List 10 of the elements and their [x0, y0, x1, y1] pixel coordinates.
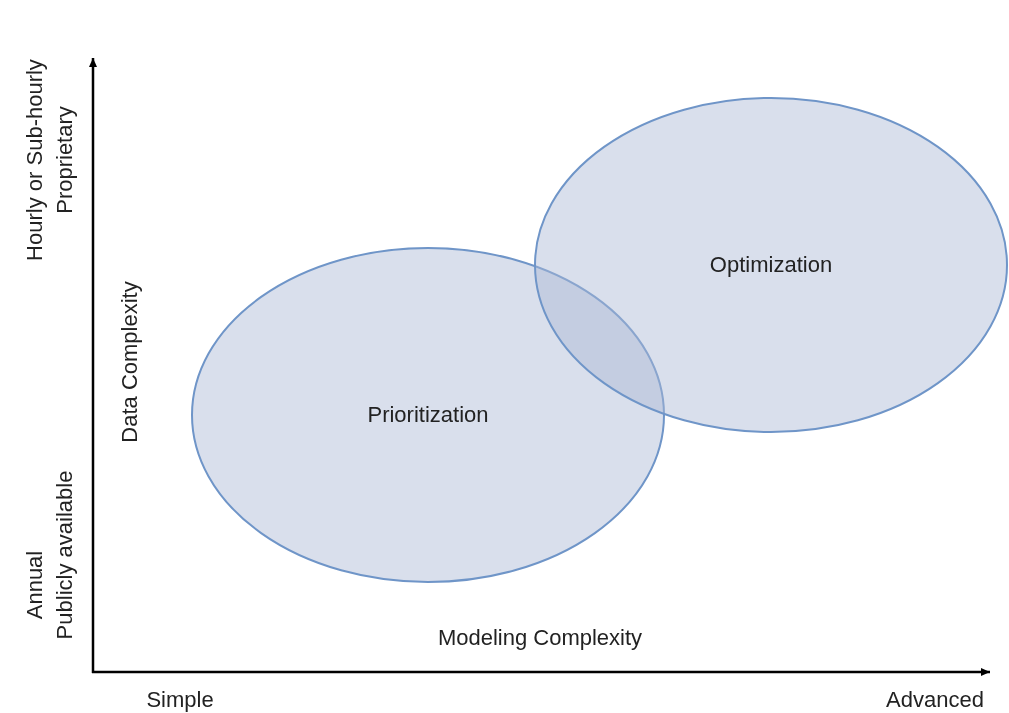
- ellipse-label: Prioritization: [367, 402, 489, 428]
- axis-label: Annual: [22, 550, 48, 620]
- axis-label: Advanced: [886, 687, 984, 713]
- axis-label: Proprietary: [52, 106, 78, 214]
- axis-label: Modeling Complexity: [437, 625, 643, 651]
- axis-label: Hourly or Sub-hourly: [22, 59, 48, 261]
- axis-label: Data Complexity: [117, 281, 143, 443]
- ellipse-label: Optimization: [709, 252, 833, 278]
- axis-label: Simple: [146, 687, 214, 713]
- axis-label: Publicly available: [52, 470, 78, 640]
